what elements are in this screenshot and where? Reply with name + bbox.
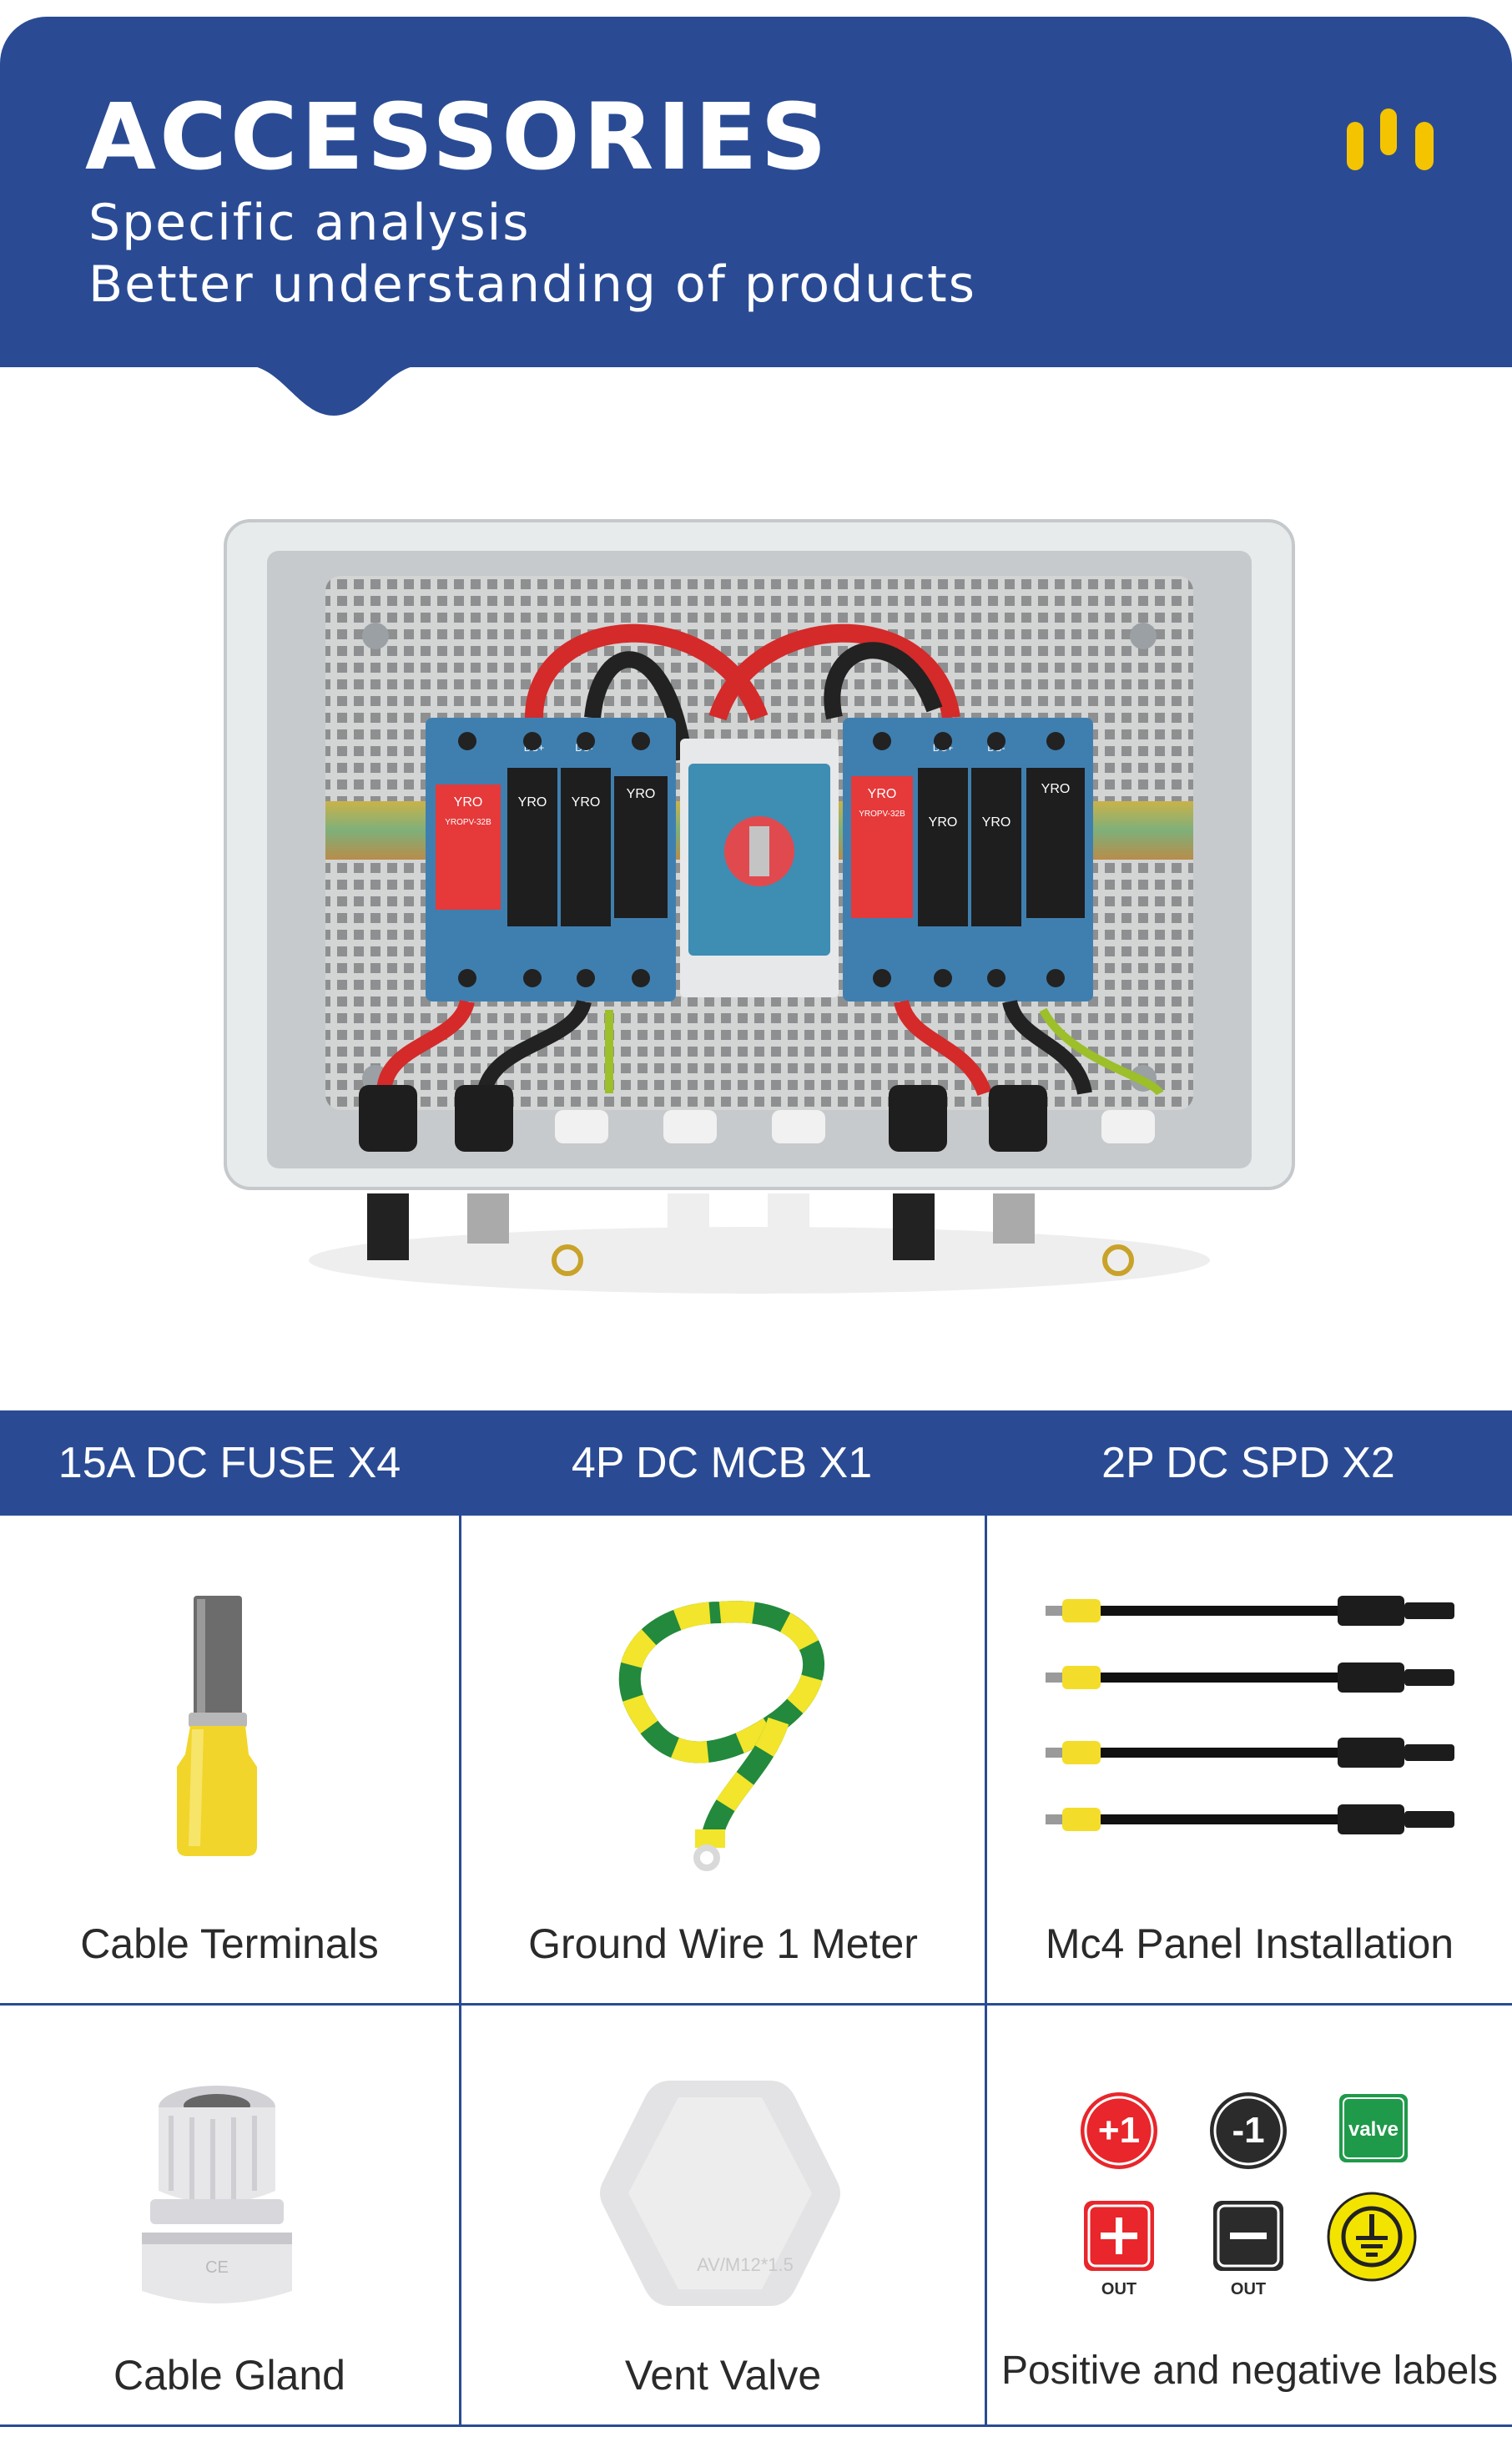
left-spd-model: YROPV-32B — [445, 818, 491, 827]
page-subtitle-line1: Specific analysis — [88, 194, 531, 252]
brand-logo-icon — [1347, 108, 1434, 170]
svg-text:valve: valve — [1348, 2118, 1399, 2141]
left-fuse-brand-1: YRO — [518, 795, 547, 810]
vent-valve-icon: AV/M12*1.5 — [600, 2081, 840, 2306]
accessory-label: Ground Wire 1 Meter — [528, 1920, 918, 1967]
plus-one-label: +1 — [1081, 2092, 1157, 2169]
left-spd2-brand: YRO — [627, 787, 656, 801]
left-spd-brand: YRO — [454, 795, 483, 810]
spec-bar: 15A DC FUSE X4 4P DC MCB X1 2P DC SPD X2 — [0, 1410, 1512, 1516]
out-positive-label: OUT — [1084, 2201, 1154, 2298]
spec-fuse: 15A DC FUSE X4 — [58, 1439, 401, 1487]
minus-one-label: -1 — [1210, 2092, 1287, 2169]
banner-notch — [250, 366, 417, 416]
spec-mcb: 4P DC MCB X1 — [571, 1439, 873, 1487]
cable-gland-icon: CE — [142, 2086, 292, 2303]
right-spd2-brand: YRO — [1041, 782, 1071, 796]
right-fuse-brand-2: YRO — [982, 815, 1011, 830]
header-banner — [0, 17, 1512, 367]
svg-text:OUT: OUT — [1231, 2280, 1266, 2298]
grid-line-h-middle — [0, 2003, 1512, 2006]
accessory-vent-valve: AV/M12*1.5 Vent Valve — [461, 2006, 985, 2424]
accessory-cable-gland: CE Cable Gland — [0, 2006, 459, 2424]
combiner-box-illustration: YRO YRO YRO YRO DC+ DC- YROPV-32B YRO YR… — [224, 519, 1295, 1294]
accessory-label: Positive and negative labels — [1000, 2349, 1499, 2393]
ground-symbol-icon — [1327, 2192, 1417, 2282]
grid-line-v-1 — [459, 1516, 461, 2427]
ground-wire-icon — [618, 1601, 824, 1871]
cable-terminal-icon — [177, 1596, 257, 1856]
grid-line-v-2 — [985, 1516, 987, 2427]
page-title: ACCESSORIES — [85, 83, 830, 190]
svg-text:+1: +1 — [1098, 2110, 1140, 2151]
accessory-cable-terminals: Cable Terminals — [0, 1516, 459, 2003]
page-subtitle-line2: Better understanding of products — [88, 255, 976, 314]
right-spd-brand: YRO — [868, 787, 897, 801]
left-fuse-brand-2: YRO — [572, 795, 601, 810]
polarity-labels-icon: +1 -1 valve OUT OUT — [987, 2006, 1512, 2323]
accessory-ground-wire: Ground Wire 1 Meter — [461, 1516, 985, 2003]
mc4-connector-icon — [1046, 1596, 1454, 1834]
grid-line-h-bottom — [0, 2424, 1512, 2427]
accessory-mc4: Mc4 Panel Installation — [987, 1516, 1512, 2003]
right-fuse-brand-1: YRO — [929, 815, 958, 830]
svg-text:CE: CE — [205, 2258, 229, 2277]
out-negative-label: OUT — [1213, 2201, 1283, 2298]
right-spd-model: YROPV-32B — [859, 810, 905, 819]
accessory-label: Cable Gland — [113, 2352, 345, 2399]
valve-label: valve — [1339, 2094, 1408, 2162]
spec-spd: 2P DC SPD X2 — [1101, 1439, 1395, 1487]
svg-text:-1: -1 — [1232, 2110, 1264, 2151]
accessory-polarity-labels: +1 -1 valve OUT OUT — [987, 2006, 1512, 2424]
vent-valve-marking: AV/M12*1.5 — [697, 2254, 794, 2275]
accessory-label: Mc4 Panel Installation — [1045, 1920, 1454, 1967]
accessory-label: Vent Valve — [624, 2352, 822, 2399]
accessory-label: Cable Terminals — [80, 1920, 379, 1967]
svg-text:OUT: OUT — [1101, 2280, 1137, 2298]
